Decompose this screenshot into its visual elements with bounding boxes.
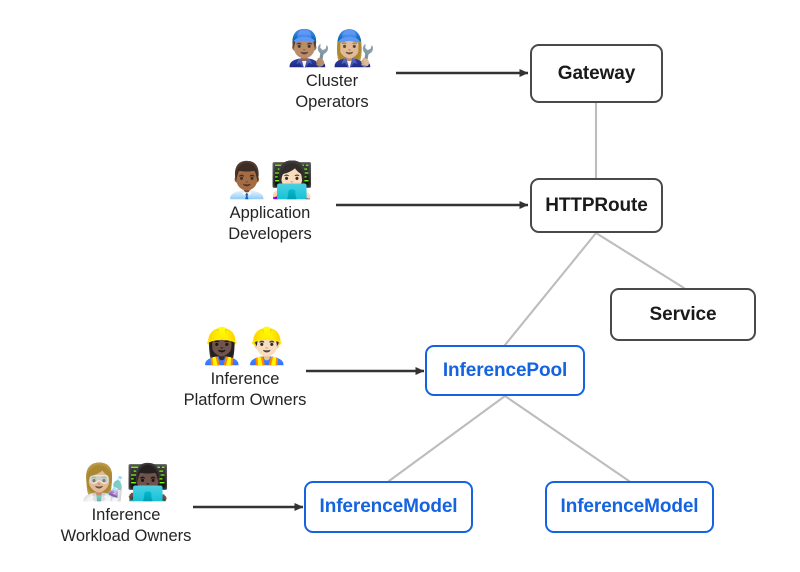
application-developers-emoji-pair: 👨🏾‍💼👩🏻‍💻 bbox=[225, 161, 315, 201]
node-inferencepool[interactable]: InferencePool bbox=[425, 345, 585, 396]
application-developers-label: Application Developers bbox=[228, 204, 312, 243]
node-httproute[interactable]: HTTPRoute bbox=[530, 178, 663, 233]
inference-workload-owners-label: Inference Workload Owners bbox=[60, 506, 192, 545]
inference-workload-owners-emoji-pair: 👩🏼‍🔬👨🏿‍💻 bbox=[81, 463, 171, 503]
node-inferencemodel-left[interactable]: InferenceModel bbox=[304, 481, 473, 533]
edge-httproute-inferencepool bbox=[503, 231, 598, 347]
cluster-operators-emoji-pair: 👨🏽‍🔧👩🏼‍🔧 bbox=[287, 29, 377, 69]
inference-platform-owners-label: Inference Platform Owners bbox=[183, 370, 307, 409]
persona-application-developers: 👨🏾‍💼👩🏻‍💻 Application Developers bbox=[196, 160, 344, 244]
node-inferencepool-label: InferencePool bbox=[442, 359, 568, 381]
node-httproute-label: HTTPRoute bbox=[545, 194, 648, 216]
node-service[interactable]: Service bbox=[610, 288, 756, 341]
edge-inferencepool-inferencemodel-left bbox=[387, 394, 507, 483]
node-gateway-label: Gateway bbox=[557, 62, 636, 84]
node-inferencemodel-right[interactable]: InferenceModel bbox=[545, 481, 714, 533]
node-service-label: Service bbox=[649, 303, 717, 325]
persona-inference-platform-owners: 👷🏿‍♀️👷🏻‍♂️ Inference Platform Owners bbox=[160, 326, 330, 410]
node-gateway[interactable]: Gateway bbox=[530, 44, 663, 103]
inference-platform-owners-emoji-pair: 👷🏿‍♀️👷🏻‍♂️ bbox=[200, 327, 290, 367]
persona-cluster-operators: 👨🏽‍🔧👩🏼‍🔧 Cluster Operators bbox=[258, 28, 406, 112]
node-inferencemodel-right-label: InferenceModel bbox=[560, 496, 699, 517]
edge-httproute-service bbox=[594, 231, 686, 290]
persona-inference-workload-owners: 👩🏼‍🔬👨🏿‍💻 Inference Workload Owners bbox=[38, 462, 214, 546]
node-inferencemodel-left-label: InferenceModel bbox=[319, 496, 458, 517]
cluster-operators-label: Cluster Operators bbox=[295, 72, 369, 111]
edge-inferencepool-inferencemodel-right bbox=[503, 394, 631, 483]
